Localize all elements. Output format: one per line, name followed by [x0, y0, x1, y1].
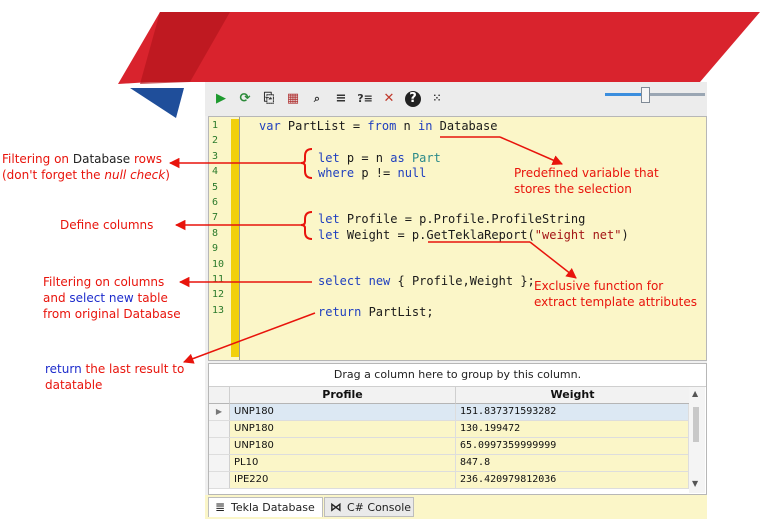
header-banner	[118, 12, 760, 118]
settings-icon[interactable]: ⁙	[432, 93, 442, 104]
zoom-slider-fill	[605, 93, 645, 96]
change-marker	[231, 119, 239, 357]
code-line-3: let p = n as Part	[318, 151, 441, 165]
row-indicator	[209, 421, 230, 437]
results-grid[interactable]: Drag a column here to group by this colu…	[208, 363, 707, 495]
column-header-weight[interactable]: Weight	[456, 387, 690, 404]
vertical-scrollbar[interactable]: ▲ ▼	[689, 387, 705, 493]
scroll-up-icon[interactable]: ▲	[692, 389, 699, 398]
toolbar: ▶ ⟳ ⎘ ▦ ⌕ ≡ ?≡ ✕ ? ⁙	[205, 82, 707, 116]
visual-studio-icon: ⋈	[330, 500, 342, 514]
cell-weight[interactable]: 65.0997359999999	[456, 438, 689, 454]
line-number: 12	[212, 289, 225, 301]
line-number: 5	[212, 181, 219, 193]
refresh-icon[interactable]: ⟳	[239, 91, 251, 106]
gutter-divider	[239, 117, 240, 360]
database-icon: ≣	[214, 500, 226, 514]
cell-weight[interactable]: 847.8	[456, 455, 689, 471]
table-row[interactable]: UNP180 65.0997359999999	[209, 438, 689, 455]
table-row[interactable]: PL10 847.8	[209, 455, 689, 472]
table-row[interactable]: IPE220 236.420979812036	[209, 472, 689, 489]
line-number: 4	[212, 166, 219, 178]
line-number-gutter	[209, 117, 229, 360]
code-line-11: select new { Profile,Weight };	[318, 274, 535, 288]
tab-tekla-database[interactable]: ≣ Tekla Database	[208, 497, 323, 517]
line-number: 11	[212, 274, 225, 285]
annotation-predefined-variable: Predefined variable that stores the sele…	[514, 166, 659, 196]
cell-profile[interactable]: UNP180	[230, 421, 456, 437]
line-number: 8	[212, 227, 219, 239]
find-icon[interactable]: ⌕	[313, 92, 321, 105]
selected-row-indicator: ▶	[209, 404, 230, 420]
annotation-define-columns: Define columns	[60, 218, 154, 232]
line-number: 3	[212, 150, 219, 162]
paste-icon[interactable]: ⎘	[263, 91, 275, 106]
clear-icon[interactable]: ✕	[383, 91, 395, 106]
cell-profile[interactable]: UNP180	[230, 438, 456, 454]
table-icon[interactable]: ▦	[286, 91, 300, 106]
cell-profile[interactable]: UNP180	[230, 404, 456, 420]
line-number: 7	[212, 212, 219, 224]
line-number: 2	[212, 135, 219, 147]
annotation-filter-columns: Filtering on columns and select new tabl…	[43, 275, 181, 321]
tab-label: Tekla Database	[231, 501, 315, 514]
cell-profile[interactable]: IPE220	[230, 472, 456, 488]
column-header-profile[interactable]: Profile	[230, 387, 456, 404]
annotation-filter-rows: Filtering on Database rows (don't forget…	[2, 152, 170, 182]
cell-weight[interactable]: 236.420979812036	[456, 472, 689, 488]
row-indicator	[209, 438, 230, 454]
zoom-slider[interactable]	[605, 87, 705, 103]
table-row[interactable]: ▶ UNP180 151.837371593282	[209, 404, 689, 421]
format-icon[interactable]: ≡	[335, 91, 347, 106]
row-indicator-header	[209, 387, 230, 404]
group-by-hint: Drag a column here to group by this colu…	[209, 364, 706, 387]
table-row[interactable]: UNP180 130.199472	[209, 421, 689, 438]
annotation-exclusive-function: Exclusive function for extract template …	[534, 279, 697, 309]
code-line-7: let Profile = p.Profile.ProfileString	[318, 212, 586, 226]
tab-csharp-console[interactable]: ⋈ C# Console	[324, 497, 414, 517]
bottom-tab-bar: ≣ Tekla Database ⋈ C# Console	[205, 495, 707, 519]
application-window: ▶ ⟳ ⎘ ▦ ⌕ ≡ ?≡ ✕ ? ⁙ var PartList = from…	[205, 82, 707, 519]
scrollbar-thumb[interactable]	[693, 407, 699, 442]
line-number: 6	[212, 197, 219, 208]
code-line-13: return PartList;	[318, 305, 434, 319]
line-number: 10	[212, 258, 225, 270]
zoom-slider-thumb[interactable]	[641, 87, 650, 103]
row-indicator	[209, 472, 230, 488]
row-indicator	[209, 455, 230, 471]
cell-weight[interactable]: 151.837371593282	[456, 404, 689, 420]
line-number: 13	[212, 304, 225, 316]
code-line-8: let Weight = p.GetTeklaReport("weight ne…	[318, 228, 629, 242]
comment-icon[interactable]: ?≡	[357, 92, 373, 105]
tab-label: C# Console	[347, 501, 412, 514]
scroll-down-icon[interactable]: ▼	[692, 479, 699, 488]
help-icon[interactable]: ?	[405, 91, 421, 107]
cell-weight[interactable]: 130.199472	[456, 421, 689, 437]
code-line-4: where p != null	[318, 166, 427, 180]
code-editor[interactable]: var PartList = from n in Database let p …	[208, 116, 707, 361]
cell-profile[interactable]: PL10	[230, 455, 456, 471]
annotation-return-result: return the last result to datatable	[45, 362, 185, 392]
run-icon[interactable]: ▶	[216, 91, 226, 106]
code-line-1: var PartList = from n in Database	[259, 119, 498, 133]
line-number: 9	[212, 243, 219, 255]
line-number: 1	[212, 120, 219, 131]
